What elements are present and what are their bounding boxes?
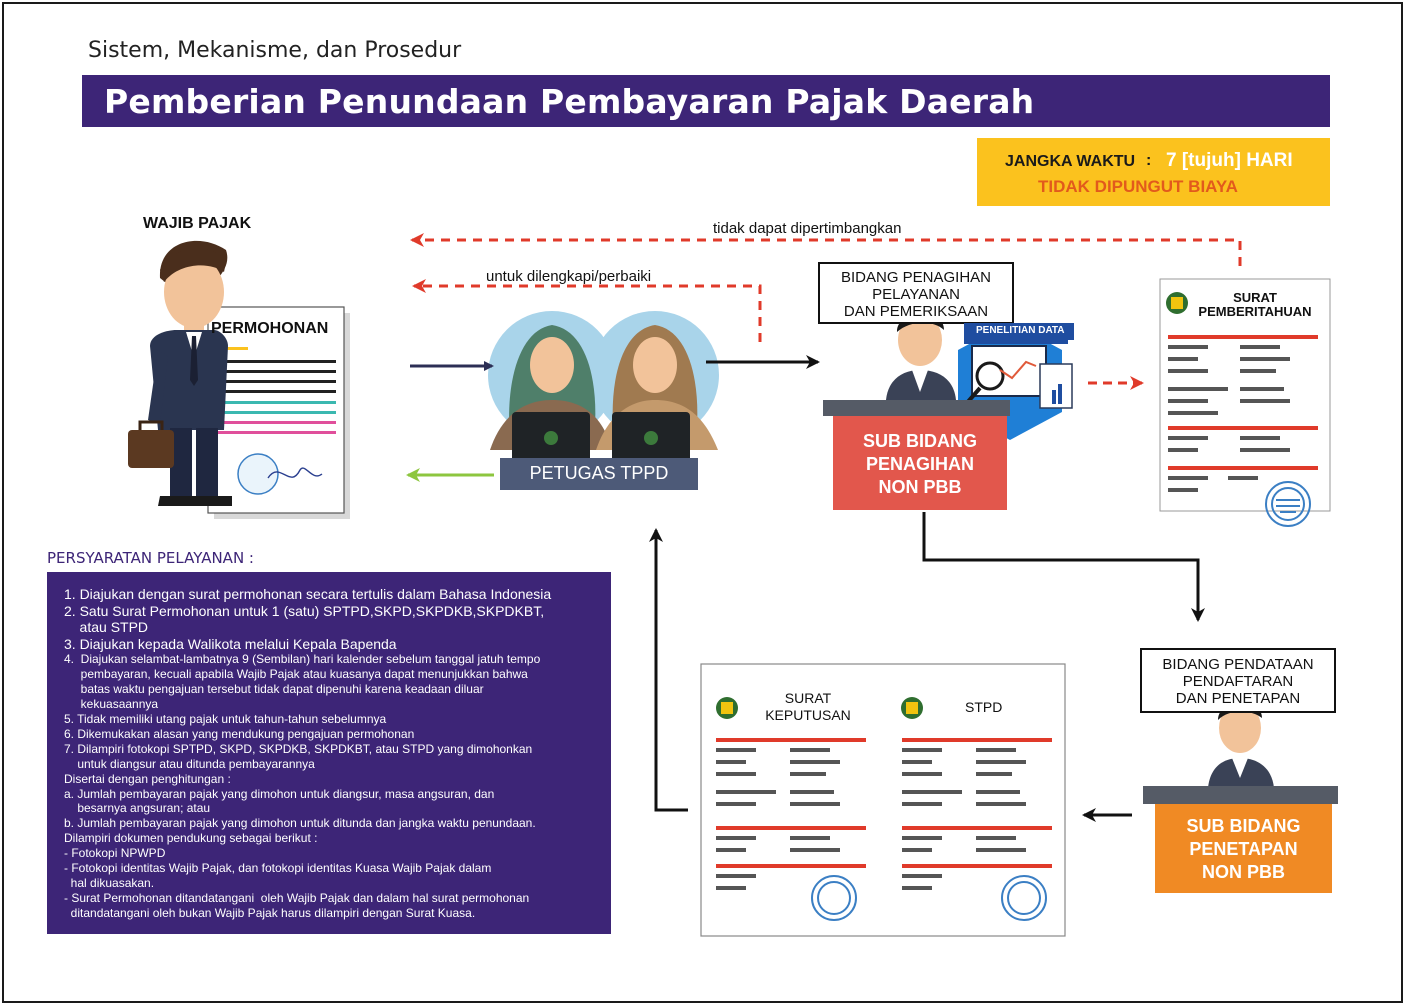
registration-dept-box: BIDANG PENDATAAN PENDAFTARAN DAN PENETAP…: [1140, 648, 1336, 713]
assessment-sub-line1: SUB BIDANG: [1186, 816, 1301, 836]
rejected-label: tidak dapat dipertimbangkan: [713, 220, 902, 237]
collection-desk: [823, 313, 1073, 510]
requirements-list: 1. Diajukan dengan surat permohonan seca…: [64, 586, 604, 921]
requirement-line: a. Jumlah pembayaran pajak yang dimohon …: [64, 786, 495, 801]
revise-label: untuk dilengkapi/perbaiki: [486, 268, 652, 285]
requirement-line: 1. Diajukan dengan surat permohonan seca…: [64, 586, 552, 602]
requirement-line: untuk diangsur atau ditunda pembayaranny…: [64, 756, 315, 771]
taxpayer-label: WAJIB PAJAK: [143, 215, 252, 232]
collection-sub-line1: SUB BIDANG: [862, 431, 977, 451]
time-value: 7 [tujuh] HARI: [1166, 150, 1293, 171]
collection-sub-label: SUB BIDANG PENAGIHAN NON PBB: [833, 430, 1007, 499]
collection-dept-line1: BIDANG PENAGIHAN: [840, 269, 992, 286]
research-badge: [964, 323, 1074, 340]
page-title: Pemberian Penundaan Pembayaran Pajak Dae…: [104, 82, 1035, 121]
requirement-line: - Surat Permohonan ditandatangani oleh W…: [64, 890, 530, 905]
registration-dept-line3: DAN PENETAPAN: [1175, 690, 1301, 707]
requirement-line: 2. Satu Surat Permohonan untuk 1 (satu) …: [64, 602, 545, 619]
assessment-sub-label: SUB BIDANG PENETAPAN NON PBB: [1155, 815, 1332, 884]
registration-dept-line2: PENDAFTARAN: [1182, 673, 1294, 690]
requirement-line: atau STPD: [64, 619, 149, 636]
research-label: PENELITIAN DATA: [976, 325, 1065, 336]
requirement-line: Dilampiri dokumen pendukung sebagai beri…: [64, 831, 318, 846]
requirement-line: 4. Diajukan selambat-lambatnya 9 (Sembil…: [64, 652, 541, 667]
notice-line2: PEMBERITAHUAN: [1198, 304, 1312, 319]
collection-dept-box: BIDANG PENAGIHAN PELAYANAN DAN PEMERIKSA…: [818, 262, 1014, 324]
subtitle: Sistem, Mekanisme, dan Prosedur: [88, 38, 462, 63]
requirement-line: Disertai dengan penghitungan :: [64, 771, 231, 786]
requirement-line: 7. Dilampiri fotokopi SPTPD, SKPD, SKPDK…: [64, 741, 533, 756]
fee-note: TIDAK DIPUNGUT BIAYA: [1038, 177, 1238, 196]
requirement-line: 3. Diajukan kepada Walikota melalui Kepa…: [64, 635, 397, 652]
time-label: JANGKA WAKTU: [1005, 153, 1136, 170]
requirement-line: besarnya angsuran; atau: [64, 801, 211, 816]
decision-label: SURAT KEPUTUSAN: [748, 690, 868, 724]
requirement-line: 6. Dikemukakan alasan yang mendukung pen…: [64, 726, 415, 741]
requirement-line: batas waktu pengajuan tersebut tidak dap…: [64, 682, 484, 697]
requirement-line: 5. Tidak memiliki utang pajak untuk tahu…: [64, 712, 387, 726]
registration-dept-line1: BIDANG PENDATAAN: [1162, 656, 1314, 673]
officers-label: PETUGAS TPPD: [529, 463, 669, 483]
collection-dept-line2: PELAYANAN: [872, 286, 960, 303]
collection-sub-line3: NON PBB: [878, 477, 962, 497]
collection-sub-line2: PENAGIHAN: [865, 454, 974, 474]
requirement-line: hal dikuasakan.: [64, 875, 155, 890]
stpd-label: STPD: [965, 699, 1003, 715]
decision-line1: SURAT: [784, 690, 832, 706]
officers-figure: [488, 311, 719, 490]
requirements-box: [47, 572, 611, 934]
time-colon: :: [1146, 152, 1152, 169]
assessment-sub-line3: NON PBB: [1201, 862, 1285, 882]
requirement-line: kekuasaannya: [64, 697, 159, 712]
flow-arrows: [406, 233, 1242, 822]
notice-document: [1159, 278, 1331, 527]
time-box: [977, 138, 1330, 206]
collection-dept-line3: DAN PEMERIKSAAN: [843, 303, 989, 320]
requirement-line: - Fotokopi identitas Wajib Pajak, dan fo…: [64, 861, 492, 876]
notice-line1: SURAT: [1233, 290, 1277, 305]
decision-documents: [700, 663, 1066, 937]
requirement-line: ditandatangani oleh bukan Wajib Pajak ha…: [64, 905, 476, 920]
requirements-heading: PERSYARATAN PELAYANAN :: [47, 549, 254, 567]
requirement-line: b. Jumlah pembayaran pajak yang dimohon …: [64, 816, 536, 831]
title-bar: [82, 75, 1330, 127]
assessment-sub-line2: PENETAPAN: [1189, 839, 1298, 859]
application-document: [207, 306, 350, 519]
requirement-line: pembayaran, kecuali apabila Wajib Pajak …: [64, 667, 528, 682]
requirement-line: - Fotokopi NPWPD: [64, 846, 166, 861]
taxpayer-figure: [128, 240, 232, 506]
decision-line2: KEPUTUSAN: [765, 707, 851, 723]
application-label: PERMOHONAN: [211, 320, 329, 337]
notice-label: SURAT PEMBERITAHUAN: [1192, 291, 1318, 319]
